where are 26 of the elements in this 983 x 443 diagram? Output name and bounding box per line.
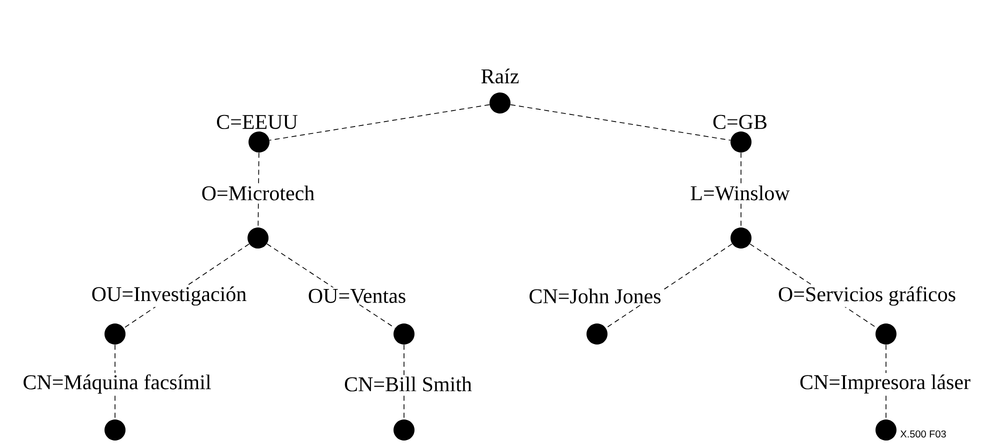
node-label: CN=Impresora láser [798, 372, 972, 396]
tree-node-dot [876, 324, 896, 344]
tree-node-dot [104, 420, 126, 440]
tree-node-dot [730, 228, 752, 248]
connector-line [269, 104, 490, 141]
node-label: CN=Bill Smith [342, 375, 474, 393]
node-label: C=EEUU [214, 113, 300, 131]
connector-line [510, 104, 731, 141]
tree-node-dot [394, 420, 414, 440]
node-label: OU=Ventas [306, 287, 408, 305]
tree-node-dot [876, 420, 896, 440]
node-label: Raíz [479, 67, 521, 85]
tree-node-dot [586, 324, 608, 344]
node-label: O=Microtech [200, 184, 316, 202]
tree-node-dot [394, 324, 414, 344]
node-label: CN=John Jones [527, 287, 663, 305]
node-label: O=Servicios gráficos [776, 284, 958, 308]
node-label: C=GB [711, 113, 770, 131]
node-label: CN=Máquina facsímil [21, 372, 213, 396]
tree-node-dot [490, 92, 510, 114]
tree-node-dot [248, 228, 268, 248]
tree-node-dot [248, 132, 270, 152]
tree-node-dot [104, 324, 126, 344]
node-label: OU=Investigación [90, 284, 248, 308]
tree-node-dot [730, 132, 752, 152]
node-label: L=Winslow [688, 184, 792, 202]
